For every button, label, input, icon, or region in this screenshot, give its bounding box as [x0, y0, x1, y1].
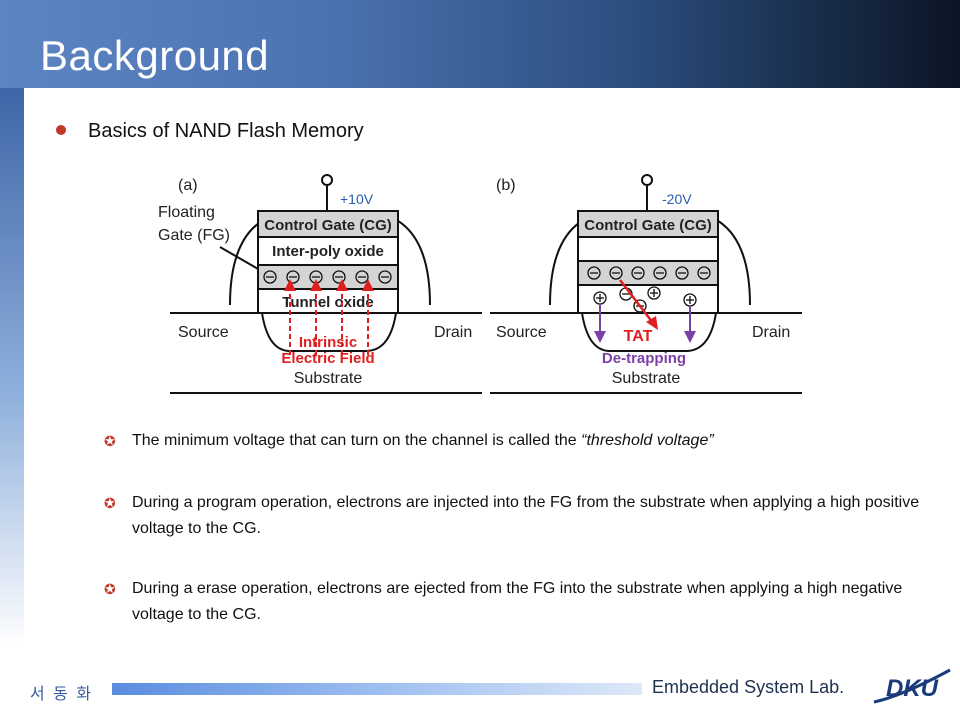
substrate-label-b: Substrate [612, 370, 681, 387]
source-label-b: Source [496, 324, 547, 341]
diagram-a: (a) Floating Gate (FG) +10V Control Gate… [158, 174, 482, 394]
control-gate-label-a: Control Gate (CG) [264, 217, 392, 234]
detrap-arrow-right [684, 307, 696, 343]
electron-icon [263, 270, 277, 284]
bullet-marker-icon: ✪ [104, 495, 116, 511]
fg-electrons-b [587, 266, 711, 280]
field-arrow [284, 279, 296, 355]
electron-icon [653, 266, 667, 280]
voltage-a: +10V [340, 191, 374, 207]
field-arrow [362, 279, 374, 355]
bullet-erase: ✪ During a erase operation, electrons are… [104, 576, 924, 628]
source-label-a: Source [178, 324, 229, 341]
electron-icon [286, 270, 300, 284]
substrate-outline-b [490, 312, 802, 352]
lab-name: Embedded System Lab. [652, 677, 845, 697]
hole-icon [593, 291, 607, 305]
tat-label: TAT [624, 328, 653, 345]
panel-b-label: (b) [496, 177, 516, 194]
inter-poly-oxide-a [257, 236, 399, 266]
bullet-marker-icon: ✪ [104, 433, 116, 449]
detrap-arrow-left [594, 305, 606, 343]
tunnel-oxide-a [257, 288, 399, 314]
bullet-threshold: ✪ The minimum voltage that can turn on th… [104, 428, 924, 454]
svg-text:DKU: DKU [886, 675, 939, 702]
gate-terminal-icon [321, 174, 333, 186]
heading-text: Basics of NAND Flash Memory [88, 120, 364, 142]
field-arrow [310, 279, 322, 355]
header-banner [0, 0, 960, 88]
field-label-line2: Electric Field [281, 350, 374, 367]
voltage-b: -20V [662, 191, 692, 207]
electron-icon [378, 270, 392, 284]
tat-arrow [619, 279, 654, 324]
bullet-dot-icon [56, 124, 66, 135]
field-label-line1: Intrinsic [299, 334, 357, 351]
fg-label-line2: Gate (FG) [158, 227, 230, 244]
detrap-label: De-trapping [602, 350, 686, 367]
fg-electrons-a [263, 270, 392, 284]
tunnel-oxide-label: Tunnel oxide [282, 294, 373, 311]
fg-label-line1: Floating [158, 204, 215, 221]
floating-gate-a [257, 264, 399, 290]
panel-a-label: (a) [178, 177, 198, 194]
slide-title: Background [40, 32, 270, 79]
bullet-text-main: The minimum voltage that can turn on the… [132, 432, 577, 449]
bullet-text: During a program operation, electrons ar… [132, 494, 920, 537]
footer-bar [112, 683, 642, 695]
field-arrow [336, 279, 348, 355]
inter-poly-oxide-b [577, 236, 719, 262]
section-heading: Basics of NAND Flash Memory [56, 120, 364, 143]
field-arrows [284, 279, 374, 355]
dku-logo: DKU [873, 668, 951, 704]
author-name: 서 동 화 [30, 686, 94, 703]
drain-label-a: Drain [434, 324, 472, 341]
tunnel-oxide-b [577, 284, 719, 314]
electron-icon [332, 270, 346, 284]
electron-icon [675, 266, 689, 280]
electron-icon [587, 266, 601, 280]
diagram-b: (b) -20V Control Gate (CG) [490, 174, 802, 394]
hole-icon [647, 286, 661, 300]
tat-arrowhead [646, 316, 658, 330]
substrate-outline-a [170, 312, 482, 352]
bullet-text: The minimum voltage that can turn on the… [132, 428, 924, 454]
bullet-program: ✪ During a program operation, electrons a… [104, 490, 924, 542]
left-accent-bar [0, 88, 24, 648]
substrate-label-a: Substrate [294, 370, 363, 387]
bullet-marker-icon: ✪ [104, 581, 116, 597]
floating-gate-b [577, 260, 719, 286]
drain-label-b: Drain [752, 324, 790, 341]
electron-icon [697, 266, 711, 280]
bullet-text-italic: “threshold voltage” [581, 432, 714, 449]
electron-icon [631, 266, 645, 280]
control-gate-b [577, 210, 719, 238]
electron-icon [355, 270, 369, 284]
electron-icon [609, 266, 623, 280]
nand-diagram: (a) Floating Gate (FG) +10V Control Gate… [158, 174, 802, 394]
inter-poly-label: Inter-poly oxide [272, 243, 384, 260]
hole-icon [683, 293, 697, 307]
control-gate-label-b: Control Gate (CG) [584, 217, 712, 234]
gate-terminal-icon [641, 174, 653, 186]
bullet-text: During a erase operation, electrons are … [132, 580, 903, 623]
trapped-holes [593, 286, 697, 307]
